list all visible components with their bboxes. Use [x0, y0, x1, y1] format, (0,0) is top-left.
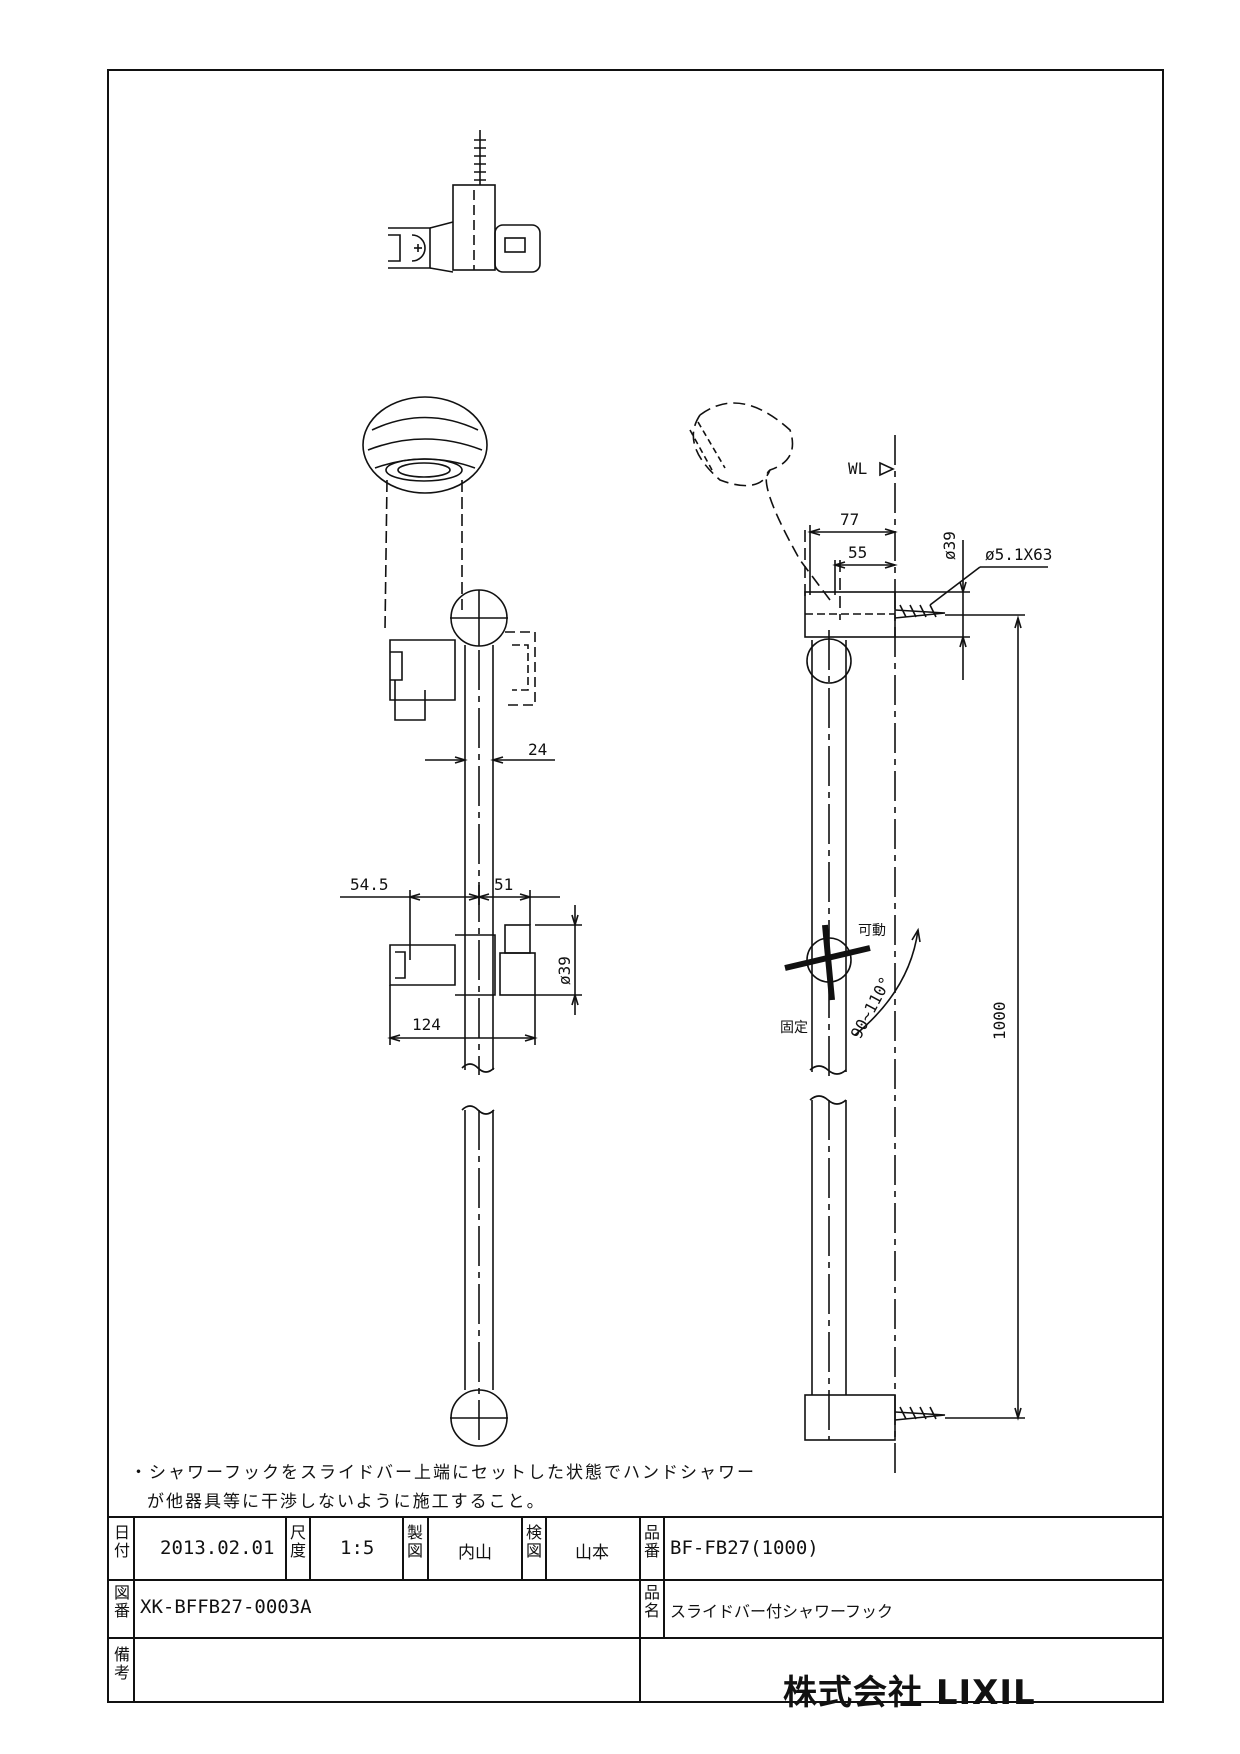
dim-bar-width: 24 — [528, 740, 547, 759]
dim-depth-outer: 77 — [840, 510, 859, 529]
tb-part-no-label: 品番 — [643, 1523, 660, 1560]
dim-hook-length: 124 — [412, 1015, 441, 1034]
top-view-hook — [388, 130, 541, 273]
tb-checked: 山本 — [575, 1543, 609, 1563]
label-movable: 可動 — [858, 923, 886, 939]
tb-date-label: 日付 — [113, 1523, 130, 1560]
tb-product: スライドバー付シャワーフック — [670, 1602, 894, 1621]
tb-part-no: BF-FB27(1000) — [670, 1537, 819, 1559]
tb-checked-label: 検図 — [525, 1523, 542, 1560]
tb-scale: 1:5 — [340, 1537, 375, 1559]
tb-product-label: 品名 — [643, 1583, 660, 1620]
tb-drawing-no-label: 図番 — [113, 1583, 130, 1620]
note-line-1: ・シャワーフックをスライドバー上端にセットした状態でハンドシャワー — [130, 1463, 756, 1483]
dim-depth-inner: 55 — [848, 543, 867, 562]
note-line-2: が他器具等に干渉しないように施工すること。 — [147, 1492, 546, 1512]
dim-bar-length: 1000 — [990, 1001, 1009, 1040]
dim-screw: ø5.1X63 — [985, 545, 1052, 564]
front-view — [340, 396, 582, 1447]
wl-label: WL — [848, 459, 867, 478]
side-view — [689, 402, 1048, 1475]
company-logo: 株式会社 LIXIL — [783, 1673, 1036, 1713]
tb-drawn: 内山 — [458, 1543, 492, 1563]
dim-hook-dia: ø39 — [555, 956, 574, 985]
tb-scale-label: 尺度 — [289, 1523, 306, 1560]
tb-date: 2013.02.01 — [160, 1537, 275, 1559]
dim-hook-right: 51 — [494, 875, 513, 894]
dim-bracket-dia: ø39 — [940, 531, 959, 560]
title-block-grid — [108, 1516, 1163, 1702]
dim-hook-left: 54.5 — [350, 875, 389, 894]
tb-remarks-label: 備考 — [113, 1645, 130, 1682]
dim-angle: 90~110° — [847, 973, 895, 1041]
drawing-frame — [107, 69, 1164, 1703]
tb-drawing-no: XK-BFFB27-0003A — [140, 1596, 312, 1618]
tb-drawn-label: 製図 — [406, 1523, 423, 1560]
label-fixed: 固定 — [780, 1020, 808, 1036]
